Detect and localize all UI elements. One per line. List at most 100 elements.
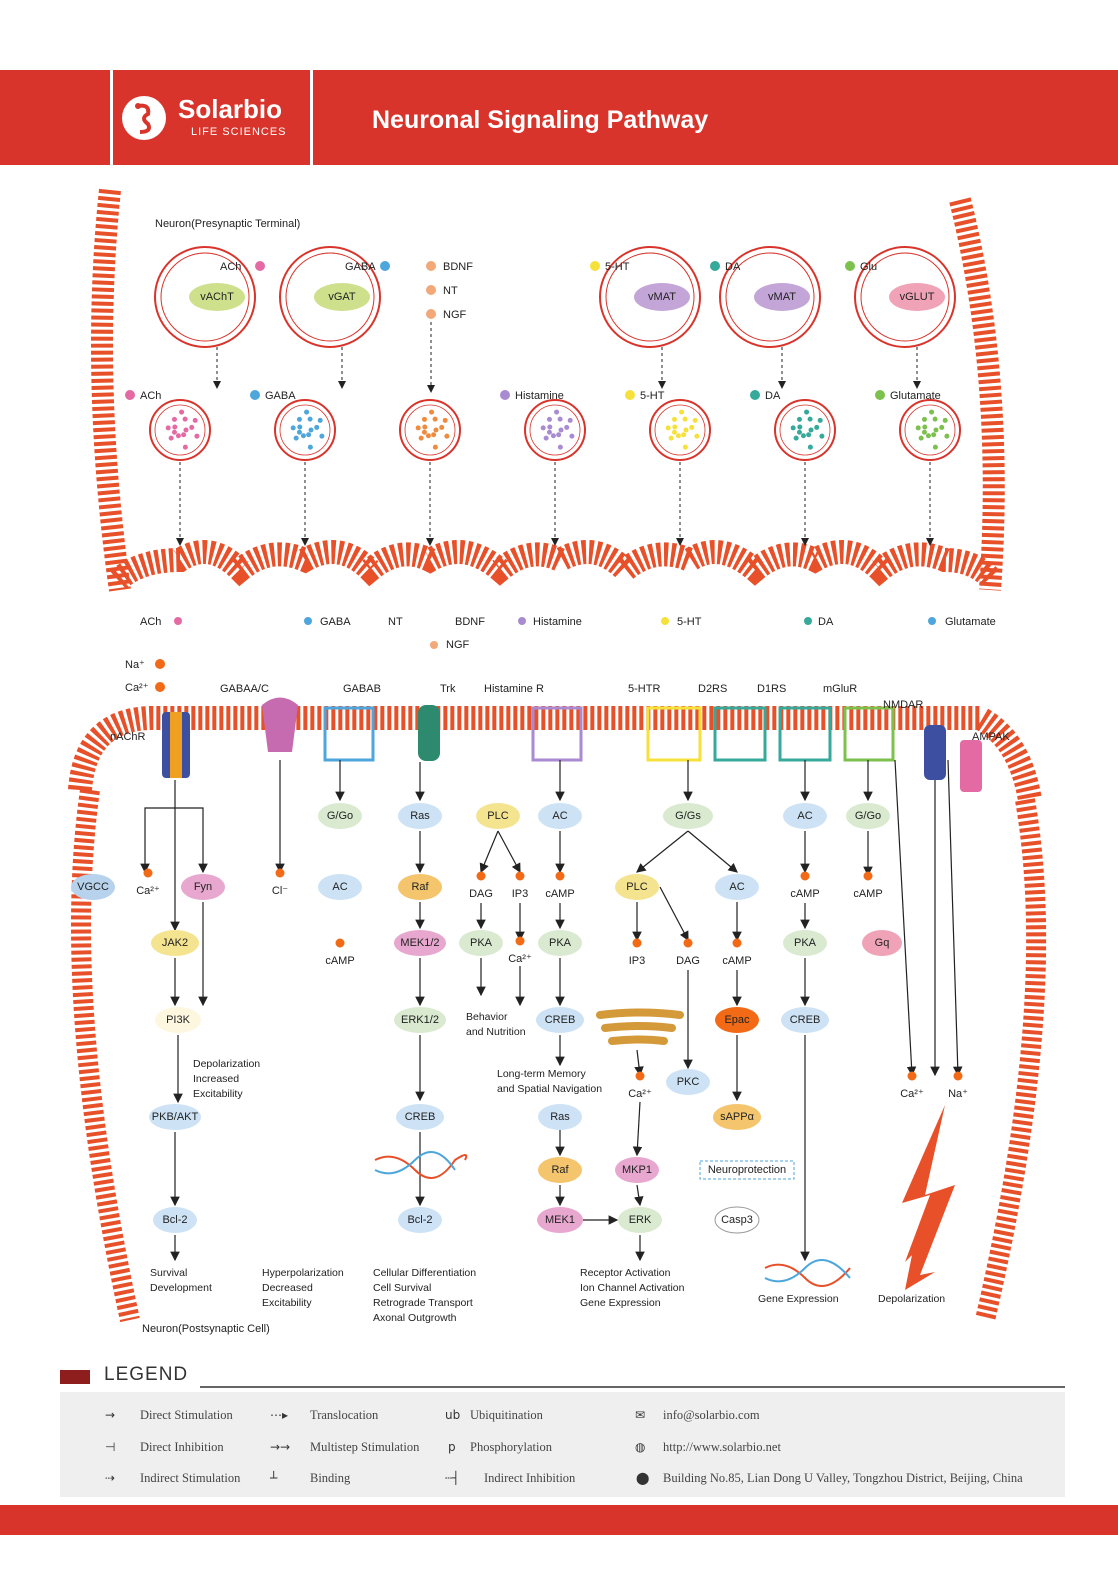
- direct-stimulation-icon: →: [105, 1408, 116, 1422]
- pathway-edge: [687, 830, 738, 873]
- neurotrophin-ngf: NGF: [443, 309, 467, 321]
- vgcc-label: VGCC: [77, 881, 109, 893]
- pathway-edge: [140, 807, 175, 874]
- node-ip3: IP3: [629, 938, 646, 967]
- node-fyn: Fyn: [181, 874, 225, 900]
- ligand-dot: [845, 261, 855, 271]
- creb-label: CREB: [545, 1014, 576, 1026]
- pathway-edge: [634, 1184, 644, 1207]
- node-ca: Ca²⁺: [136, 868, 160, 897]
- outcome-gene: Gene Expression: [758, 1293, 839, 1305]
- loading-ligand-label: 5-HT: [605, 261, 630, 273]
- node-camp: cAMP: [545, 871, 575, 900]
- node-dag: DAG: [676, 938, 700, 967]
- released-nt: NT: [388, 616, 403, 628]
- ac-label: AC: [797, 810, 812, 822]
- pi3k-label: PI3K: [166, 1014, 191, 1026]
- receptor-ampak: AMPAK: [972, 731, 1010, 743]
- email-icon: ✉: [635, 1408, 646, 1422]
- node-bcl2: Bcl-2: [398, 1207, 442, 1233]
- ip3-label: IP3: [629, 955, 646, 967]
- contact-email[interactable]: info@solarbio.com: [663, 1408, 760, 1422]
- synaptic-vesicle-6: Glutamate: [875, 390, 961, 546]
- pathway-edge: [497, 830, 521, 874]
- receptor-nachr: nAChR: [110, 731, 146, 743]
- released-da: DA: [818, 616, 834, 628]
- legend-direct-inhibition: Direct Inhibition: [140, 1440, 224, 1454]
- node-mek1: MEK1: [537, 1207, 583, 1233]
- trk-receptor: [418, 705, 440, 761]
- synaptic-vesicle-0: ACh: [125, 390, 211, 546]
- vesicle-label: Histamine: [515, 390, 564, 402]
- creb-label: CREB: [405, 1111, 436, 1123]
- node-raf: Raf: [538, 1157, 582, 1183]
- neurotrophin-bdnf: BDNF: [443, 261, 473, 273]
- node-ras: Ras: [398, 803, 442, 829]
- node-creb: CREB: [396, 1104, 444, 1130]
- logo-subtitle: LIFE SCIENCES: [191, 126, 287, 138]
- dag-label: DAG: [676, 955, 700, 967]
- node-pka: PKA: [459, 930, 503, 956]
- legend-title: LEGEND: [104, 1364, 189, 1385]
- postsynaptic-label: Neuron(Postsynaptic Cell): [142, 1323, 270, 1335]
- node-gs: G/Gs: [663, 803, 713, 829]
- camp-label: cAMP: [853, 888, 882, 900]
- node-mek12: MEK1/2: [394, 930, 446, 956]
- gs-label: G/Gs: [675, 810, 701, 822]
- camp-label: cAMP: [722, 955, 751, 967]
- released-gaba: GABA: [320, 616, 351, 628]
- released-bdnf: BDNF: [455, 616, 485, 628]
- node-na: Na⁺: [948, 1071, 968, 1100]
- raf-label: Raf: [411, 881, 429, 893]
- node-neuroprotection: Neuroprotection: [699, 1160, 795, 1180]
- ion-na-label: Na⁺: [125, 659, 145, 671]
- pathway-edge: [894, 759, 917, 1077]
- cl-label: Cl⁻: [272, 885, 288, 897]
- globe-icon: ◍: [635, 1440, 646, 1454]
- pathway-edge: [634, 1049, 644, 1077]
- ca-label: Ca²⁺: [508, 953, 532, 965]
- mkp1-label: MKP1: [622, 1164, 652, 1176]
- node-camp: cAMP: [790, 871, 820, 900]
- direct-inhibition-icon: ⊣: [105, 1440, 116, 1454]
- sappa-label: sAPPα: [720, 1111, 755, 1123]
- legend-multistep-stimulation: Multistep Stimulation: [310, 1440, 420, 1454]
- neurotrophin-group: BDNF NT NGF: [426, 261, 473, 393]
- node-bcl2: Bcl-2: [153, 1207, 197, 1233]
- node-pka: PKA: [538, 930, 582, 956]
- phosphorylation-icon: p: [448, 1440, 456, 1454]
- receptor-gabab: GABAB: [343, 683, 381, 695]
- released-5ht: 5-HT: [677, 616, 702, 628]
- node-casp3: Casp3: [714, 1206, 760, 1234]
- ion-ca-label: Ca²⁺: [125, 682, 149, 694]
- header-left-band: [0, 70, 110, 165]
- contact-website[interactable]: http://www.solarbio.net: [663, 1440, 781, 1454]
- legend-divider: [200, 1386, 1065, 1388]
- ip3-label: IP3: [512, 888, 529, 900]
- mek1-label: MEK1: [545, 1214, 575, 1226]
- node-creb: CREB: [781, 1007, 829, 1033]
- pathway-edge: [175, 807, 208, 874]
- 5htr-receptor: [646, 706, 702, 762]
- receptor-5htr: 5-HTR: [628, 683, 660, 695]
- node-dag: DAG: [469, 871, 493, 900]
- released-ach: ACh: [140, 616, 161, 628]
- ligand-dot: [255, 261, 265, 271]
- gabaa-channel: [262, 697, 298, 752]
- pka-label: PKA: [470, 937, 493, 949]
- raf-label: Raf: [551, 1164, 569, 1176]
- dna-icon: [374, 1151, 468, 1179]
- synaptic-vesicle-4: 5-HT: [625, 390, 711, 546]
- legend-accent-bar: [60, 1370, 90, 1384]
- released-glutamate: Glutamate: [945, 616, 996, 628]
- node-pkb: PKB/AKT: [149, 1104, 201, 1130]
- transporter-label: vGLUT: [900, 291, 935, 303]
- camp-label: cAMP: [325, 955, 354, 967]
- ubiquitination-icon: ub: [445, 1408, 461, 1422]
- er-organelle-icon: [596, 1008, 684, 1045]
- solarbio-logo-icon: [122, 96, 166, 140]
- pkc-label: PKC: [677, 1076, 700, 1088]
